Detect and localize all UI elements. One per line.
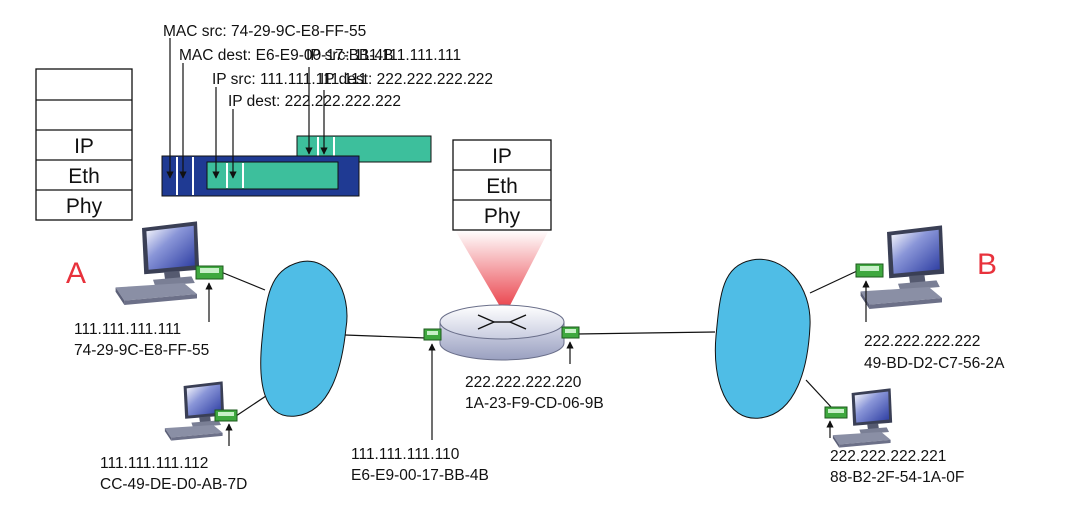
host-a-mac: 74-29-9C-E8-FF-55: [74, 342, 209, 359]
link-router-subnet2: [576, 331, 716, 335]
host-a-ip: 111.111.111.111: [74, 321, 181, 338]
host-a-computer: [115, 221, 200, 305]
router-beam: [455, 230, 549, 315]
subnet-right-cloud: [714, 258, 811, 419]
router-right-mac: 1A-23-F9-CD-06-9B: [465, 395, 604, 412]
router-right-ip: 222.222.222.220: [465, 374, 582, 391]
host-protocol-stack: IP Eth Phy: [35, 68, 133, 221]
host-c-nic: [214, 409, 238, 422]
datagram-in-frame: [206, 161, 339, 190]
links: [220, 270, 858, 417]
router-stack-eth: Eth: [486, 175, 518, 198]
router-stack-ip: IP: [492, 145, 512, 168]
link-subnet2-d: [805, 379, 833, 409]
host-b-nic: [855, 263, 884, 278]
ip-src-label: IP src: 111.111.111.111: [212, 71, 367, 88]
ip-src-label-top: IP src: 111.111.111.111: [306, 47, 461, 64]
ip-dest-label: IP dest: 222.222.222.222: [228, 93, 401, 110]
router-left-ip: 111.111.111.110: [351, 446, 460, 463]
host-b-ip: 222.222.222.222: [864, 333, 980, 350]
address-pointers: [205, 280, 870, 446]
mac-dest-label: MAC dest: E6-E9-00-17-BB-4B: [179, 47, 394, 64]
host-a-nic: [195, 265, 224, 280]
link-subnet2-b: [809, 270, 858, 294]
ip-dest-label-top: IP dest: 222.222.222.222: [320, 71, 493, 88]
datagram-top: [296, 135, 432, 163]
host-d-ip: 222.222.222.221: [830, 448, 946, 465]
link-a-subnet1: [220, 271, 266, 291]
host-b-label: B: [977, 248, 997, 281]
router: [423, 304, 580, 361]
router-arrows-icon: [477, 314, 527, 330]
stack-layer-phy: Phy: [66, 195, 103, 218]
host-c-mac: CC-49-DE-D0-AB-7D: [100, 476, 247, 493]
mac-src-label: MAC src: 74-29-9C-E8-FF-55: [163, 23, 366, 40]
router-protocol-stack: IP Eth Phy: [452, 139, 552, 315]
host-a-label: A: [66, 257, 86, 290]
stack-layer-eth: Eth: [68, 165, 100, 188]
host-c-ip: 111.111.111.112: [100, 455, 208, 472]
host-d-mac: 88-B2-2F-54-1A-0F: [830, 469, 964, 486]
router-stack-phy: Phy: [484, 205, 521, 228]
host-d-nic: [824, 406, 848, 419]
frame-diagram: MAC src: 74-29-9C-E8-FF-55 MAC dest: E6-…: [161, 23, 493, 197]
subnet-left-cloud: [260, 260, 348, 417]
link-subnet1-router: [344, 334, 427, 339]
router-left-mac: E6-E9-00-17-BB-4B: [351, 467, 489, 484]
stack-layer-ip: IP: [74, 135, 94, 158]
host-b-mac: 49-BD-D2-C7-56-2A: [864, 355, 1005, 372]
